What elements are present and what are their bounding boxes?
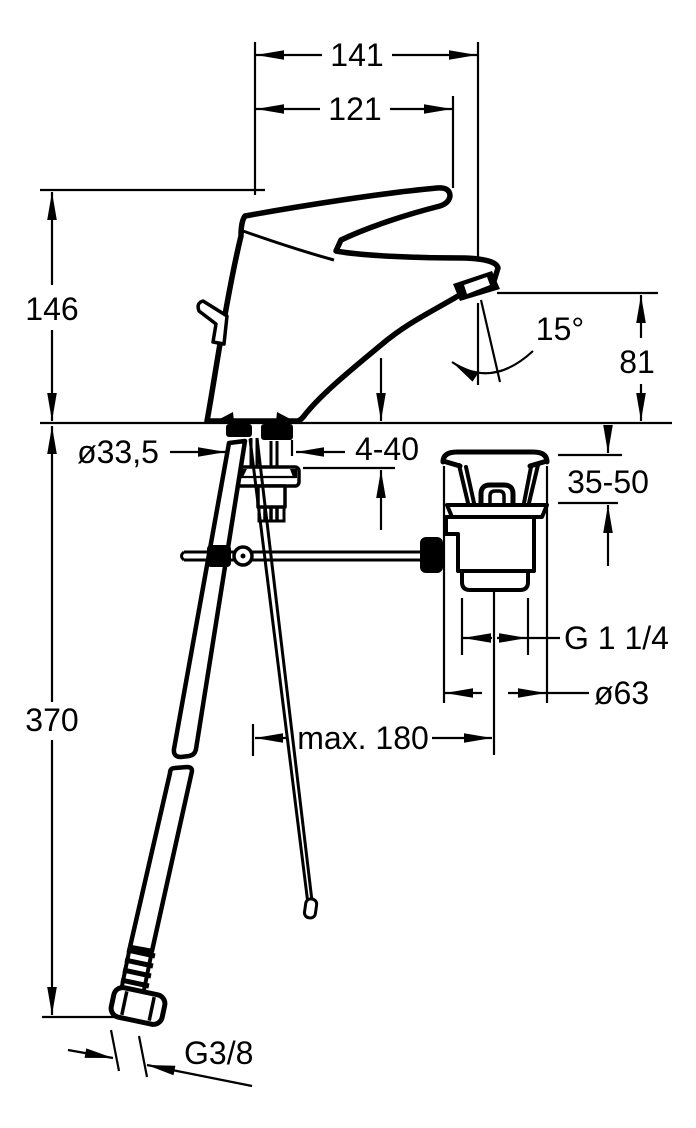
dim-spout-height: 81 [497, 291, 658, 421]
dim-hole-diameter-label: ø33,5 [77, 434, 159, 470]
faucet-aerator-slot [464, 277, 490, 294]
hose-nut [108, 985, 168, 1027]
dim-waste-thread: G 1 1/4 [460, 598, 669, 656]
base-foot-left [214, 412, 234, 422]
dim-hose-length: 370 [25, 426, 128, 1019]
faucet-body [204, 185, 501, 424]
rod-clamp [207, 545, 231, 567]
base-foot-right [276, 412, 296, 422]
mounting-hardware [226, 424, 301, 523]
supply-hose-upper [171, 438, 248, 760]
dim-spout-angle: 15° [451, 299, 584, 383]
dim-body-width-label: 121 [328, 91, 381, 127]
drain-flange [445, 503, 549, 519]
faucet [196, 185, 501, 424]
drain-assembly [420, 449, 550, 755]
dim-waste-depth-label: 35-50 [567, 464, 649, 500]
dim-waste-thread-label: G 1 1/4 [564, 620, 669, 656]
dim-waste-depth: 35-50 [558, 425, 649, 566]
dim-supply-thread-label: G3/8 [184, 1035, 253, 1071]
supply-hose [108, 438, 248, 1027]
dim-hose-length-label: 370 [25, 702, 78, 738]
dim-height: 146 [25, 188, 265, 421]
dim-waste-diameter-label: ø63 [594, 675, 649, 711]
popup-rod-tip [302, 897, 319, 920]
drain-rod-knob [420, 537, 443, 573]
drain-tailpiece [460, 569, 530, 592]
dim-supply-thread: G3/8 [67, 1029, 253, 1088]
drain-rim [440, 449, 550, 465]
dim-hole-diameter: ø33,5 [77, 434, 345, 470]
popup-lever-knob [196, 299, 229, 346]
hose-nipple-left [226, 424, 252, 437]
dim-waste-diameter: ø63 [445, 675, 649, 711]
faucet-collar-line [242, 229, 335, 262]
linkage-bar-cap [180, 550, 186, 562]
dim-max-distance-label: max. 180 [297, 720, 429, 756]
dim-overall-width: 141 [253, 37, 480, 385]
dim-max-distance: max. 180 [251, 720, 492, 756]
dim-spout-angle-label: 15° [536, 311, 584, 347]
dim-spout-height-label: 81 [619, 344, 655, 380]
dim-height-label: 146 [25, 291, 78, 327]
drain-body [444, 515, 536, 573]
supply-hose-lower [127, 764, 195, 954]
popup-rod-assembly [180, 437, 420, 920]
dim-deck-thickness: 4-40 [303, 358, 419, 530]
dim-overall-width-label: 141 [330, 37, 383, 73]
hose-nipple-right [261, 424, 293, 440]
dim-deck-thickness-label: 4-40 [355, 431, 419, 467]
drain-plug-dome [478, 482, 516, 503]
hose-thread-bands [120, 947, 156, 989]
dim-body-width: 121 [256, 91, 455, 188]
